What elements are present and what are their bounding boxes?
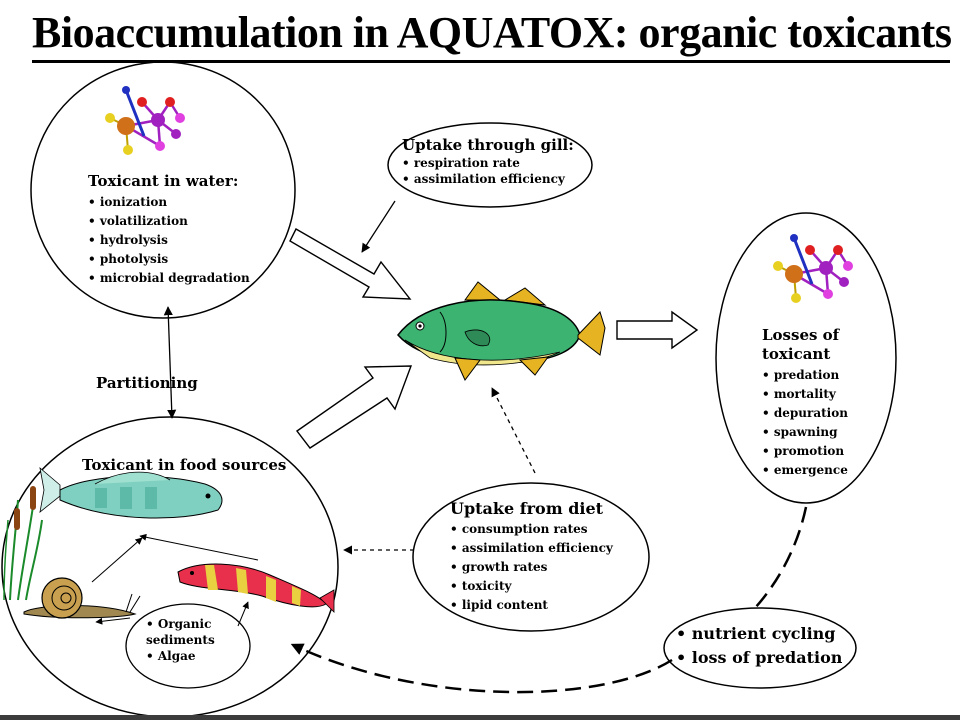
list-item: growth rates (450, 558, 613, 577)
molecule-icon (105, 86, 185, 155)
hollow-arrow-water-to-fish (289, 228, 412, 300)
sediments-box: Organic sediments Algae (146, 616, 236, 664)
hollow-arrow-food-to-fish (295, 365, 413, 449)
food-heading-box: Toxicant in food sources (82, 456, 286, 475)
central-fish-icon (397, 281, 606, 381)
list-item: predation (762, 366, 848, 385)
losses-ellipse (715, 212, 897, 504)
gill-ellipse (387, 122, 593, 208)
food-web-arrow (95, 617, 131, 625)
list-item: Organic sediments (146, 616, 236, 648)
list-item: respiration rate (402, 155, 574, 171)
partitioning-double-arrow (163, 306, 177, 419)
molecule-icon (773, 234, 853, 303)
water-heading: Toxicant in water: (88, 172, 239, 190)
list-item: volatilization (88, 212, 250, 231)
list-item: Algae (146, 648, 236, 664)
list-item: spawning (762, 423, 848, 442)
list-item: consumption rates (450, 520, 613, 539)
list-item: depuration (762, 404, 848, 423)
list-item: nutrient cycling (676, 622, 842, 646)
hollow-arrow-fish-to-losses (616, 310, 699, 350)
food-web-arrow (91, 537, 143, 583)
diet-ellipse (412, 482, 650, 632)
food-web-arrow (139, 533, 259, 561)
list-item: ionization (88, 193, 250, 212)
list-item: assimilation efficiency (450, 539, 613, 558)
title-underline (32, 60, 950, 63)
list-item: assimilation efficiency (402, 171, 574, 187)
gill-heading: Uptake through gill: (402, 136, 574, 154)
list-item: lipid content (450, 596, 613, 615)
water-box: Toxicant in water: ionization volatiliza… (88, 172, 250, 288)
list-item: mortality (762, 385, 848, 404)
partitioning-label: Partitioning (96, 374, 198, 392)
list-item: promotion (762, 442, 848, 461)
arrow-cycling-to-food (290, 643, 673, 694)
list-item: toxicity (450, 577, 613, 596)
minnow-icon (39, 466, 223, 519)
list-item: photolysis (88, 250, 250, 269)
snail-icon (23, 577, 141, 619)
arrow-diet-to-fish (491, 387, 536, 474)
sediments-ellipse (125, 603, 251, 689)
diet-heading: Uptake from diet (450, 499, 604, 518)
cycling-ellipse (663, 607, 857, 689)
diagram-title: Bioaccumulation in AQUATOX: organic toxi… (32, 8, 952, 57)
food-web-arrow (237, 601, 249, 627)
loach-icon (177, 563, 335, 613)
food-heading: Toxicant in food sources (82, 456, 287, 474)
cycling-box: nutrient cycling loss of predation (676, 622, 843, 670)
list-item: microbial degradation (88, 269, 250, 288)
gill-box: Uptake through gill: respiration rate as… (402, 136, 574, 187)
list-item: loss of predation (676, 646, 843, 670)
losses-box: Losses of toxicant predation mortality d… (762, 326, 848, 480)
arrow-gill-to-fish (361, 200, 396, 253)
bottom-edge-bar (0, 715, 960, 720)
list-item: hydrolysis (88, 231, 250, 250)
arrow-losses-to-cycling (754, 506, 808, 609)
list-item: emergence (762, 461, 848, 480)
water-circle (30, 61, 296, 319)
losses-heading: Losses of toxicant (762, 326, 840, 363)
diet-box: Uptake from diet consumption rates assim… (450, 499, 613, 615)
cattail-icon (3, 486, 43, 601)
